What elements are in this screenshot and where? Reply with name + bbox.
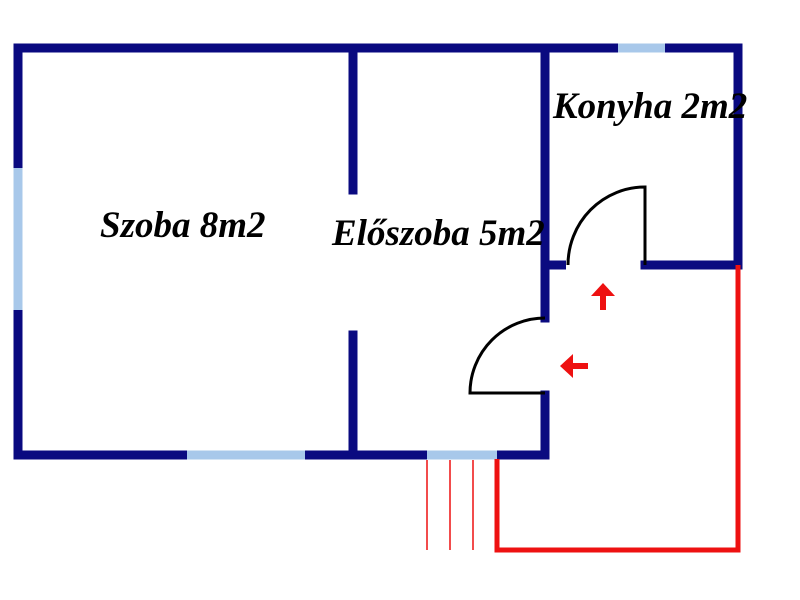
- windows: [13, 43, 665, 460]
- room-label-szoba: Szoba 8m2: [100, 205, 266, 246]
- room-label-konyha: Konyha 2m2: [552, 86, 747, 127]
- door-kitchen: [566, 185, 647, 266]
- terrace: [426, 265, 741, 553]
- arrow-up-icon: [591, 283, 615, 310]
- room-label-eloszoba: Előszoba 5m2: [331, 213, 545, 254]
- arrow-left-icon: [560, 354, 588, 378]
- arrows: [560, 283, 615, 378]
- doors: [468, 185, 647, 395]
- door-entry: [468, 316, 546, 395]
- terrace-outline: [494, 265, 741, 553]
